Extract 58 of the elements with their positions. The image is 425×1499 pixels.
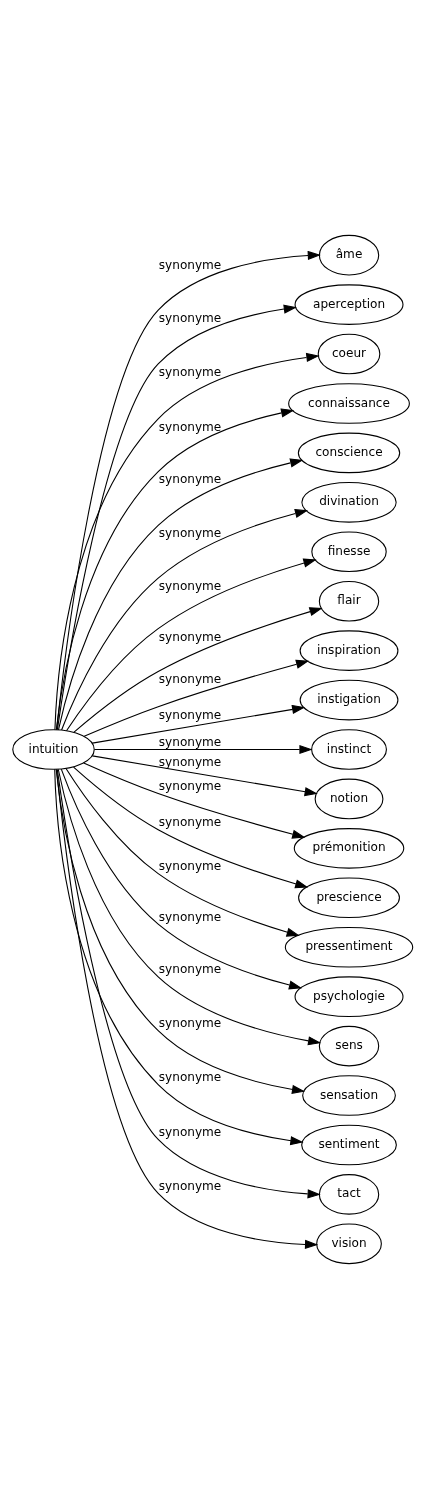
- edge-label: synonyme: [158, 909, 222, 924]
- edge-label: synonyme: [158, 859, 222, 874]
- node-ellipse: conscience: [297, 432, 401, 474]
- node-ellipse: finesse: [311, 531, 387, 573]
- edge-label: synonyme: [158, 962, 222, 977]
- edge-label: synonyme: [158, 472, 222, 487]
- node-ellipse: instigation: [299, 679, 399, 721]
- node-ellipse: sensation: [302, 1075, 396, 1116]
- edge-label: synonyme: [158, 579, 222, 593]
- arrow: [60, 768, 303, 990]
- edge-label: synonyme: [158, 707, 222, 722]
- node-ellipse: notion: [314, 778, 384, 820]
- node-ellipse: instinct: [311, 729, 387, 770]
- arrow: [83, 659, 310, 737]
- arrow: [56, 304, 297, 731]
- edge-label: synonyme: [158, 526, 222, 541]
- arrow: [91, 704, 306, 744]
- arrow: [55, 408, 295, 731]
- arrow: [56, 250, 321, 731]
- edge-label: synonyme: [158, 310, 222, 325]
- node-ellipse: aperception: [294, 284, 404, 325]
- arrow: [93, 744, 313, 755]
- node-ellipse: âme: [318, 234, 380, 276]
- node-ellipse: flair: [318, 580, 380, 622]
- arrow: [65, 767, 300, 937]
- edge-label: synonyme: [158, 672, 222, 687]
- arrow: [91, 755, 318, 797]
- edge-label: synonyme: [158, 1124, 222, 1139]
- node-ellipse: prescience: [298, 877, 400, 919]
- arrow: [57, 768, 322, 1046]
- edge-label: synonyme: [158, 629, 222, 644]
- node-ellipse: vision: [316, 1223, 382, 1265]
- edge-label: synonyme: [158, 258, 222, 273]
- edge-label: synonyme: [158, 754, 222, 769]
- node-ellipse: sentiment: [301, 1124, 397, 1166]
- node-ellipse: psychologie: [294, 976, 404, 1017]
- edge-label: synonyme: [158, 1178, 222, 1193]
- arrow: [65, 558, 317, 732]
- edge-label: synonyme: [158, 734, 222, 749]
- edge-label: synonyme: [158, 815, 222, 830]
- node-ellipse: divination: [301, 482, 397, 523]
- node-ellipse: tact: [318, 1174, 380, 1215]
- arrow: [73, 607, 323, 733]
- arrow: [83, 762, 306, 839]
- edge-label: synonyme: [158, 1016, 222, 1031]
- node-ellipse: sens: [318, 1025, 380, 1067]
- edge-label: synonyme: [158, 364, 222, 379]
- edge-label: synonyme: [158, 1070, 222, 1085]
- node-ellipse: intuition: [12, 729, 95, 770]
- node-ellipse: inspiration: [299, 630, 399, 671]
- edge-label: synonyme: [158, 419, 222, 434]
- node-ellipse: coeur: [317, 333, 381, 375]
- node-ellipse: connaissance: [288, 383, 410, 424]
- arrow: [57, 458, 304, 731]
- arrow: [54, 352, 320, 731]
- arrow: [73, 766, 309, 889]
- arrow: [61, 509, 309, 731]
- edge-label: synonyme: [158, 778, 222, 793]
